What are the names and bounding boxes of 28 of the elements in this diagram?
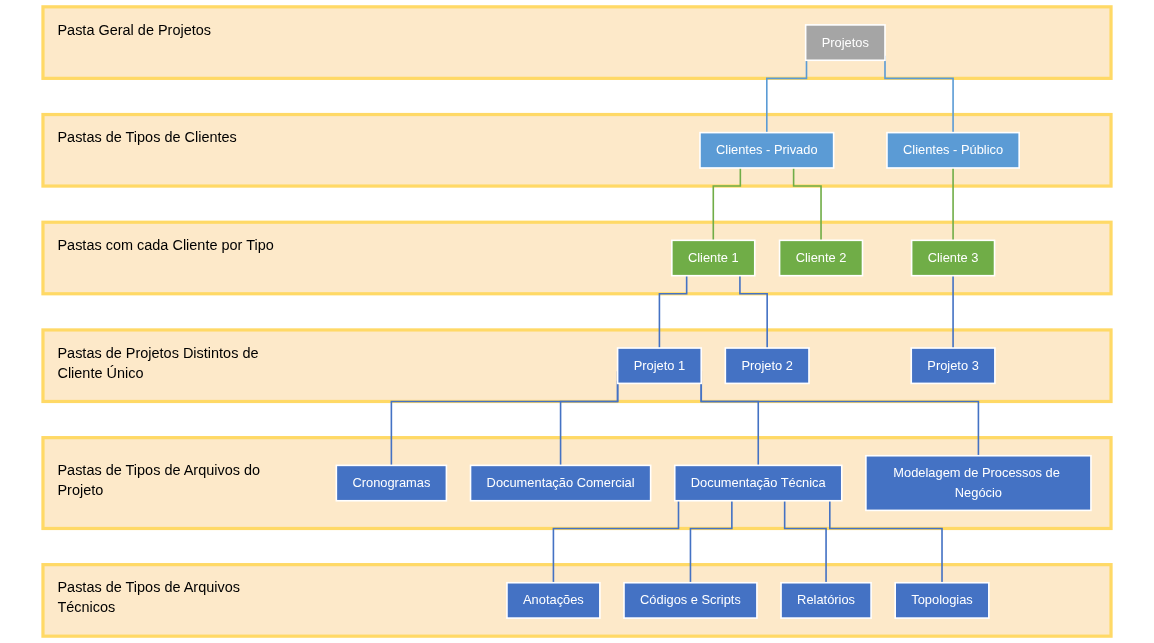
- node-box: Relatórios: [780, 581, 872, 619]
- connector: [766, 59, 808, 134]
- node-box: Cronogramas: [335, 464, 448, 502]
- node-box: Códigos e Scripts: [623, 581, 758, 619]
- node-box: Topologias: [894, 581, 990, 619]
- node-box: Clientes - Público: [886, 131, 1020, 169]
- node-box: Modelagem de Processos de Negócio: [865, 454, 1092, 512]
- node-box: Documentação Técnica: [673, 464, 843, 502]
- connector: [552, 499, 680, 584]
- node-box: Cliente 2: [778, 239, 864, 277]
- connector: [739, 274, 768, 349]
- node-box: Cliente 3: [910, 239, 996, 277]
- connector: [792, 167, 822, 242]
- node-box: Cliente 1: [671, 239, 756, 277]
- node-box: Projeto 2: [724, 347, 810, 385]
- connector: [689, 499, 733, 584]
- node-box: Projeto 1: [616, 347, 703, 385]
- connector: [829, 499, 943, 584]
- connector: [952, 274, 954, 349]
- connector: [783, 499, 827, 584]
- node-box: Clientes - Privado: [699, 131, 835, 169]
- connector: [952, 167, 954, 242]
- node-box: Projetos: [804, 24, 886, 62]
- node-box: Projeto 3: [910, 347, 996, 385]
- node-box: Documentação Comercial: [469, 464, 652, 502]
- connector: [658, 274, 688, 349]
- node-box: Anotações: [506, 581, 601, 619]
- connector: [712, 167, 742, 242]
